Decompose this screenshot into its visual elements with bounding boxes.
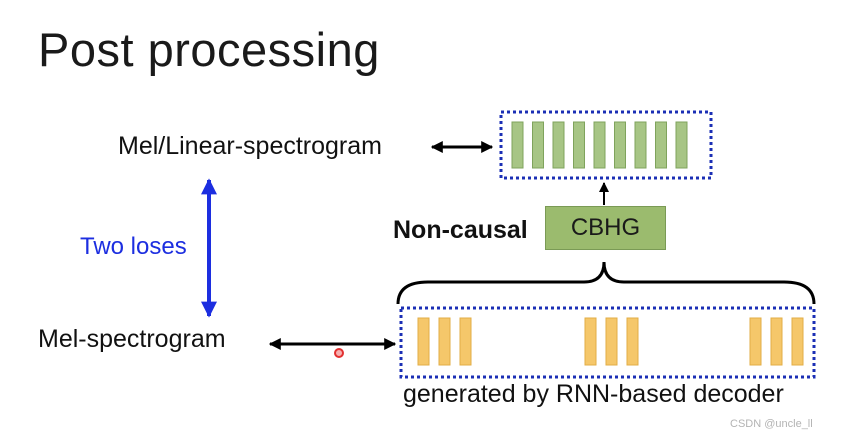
- mel-spectrogram-bars: [417, 317, 804, 366]
- cbhg-box: CBHG: [545, 206, 666, 250]
- cursor-dot: [334, 348, 344, 358]
- curly-brace: [396, 261, 816, 305]
- orange-bar: [459, 317, 472, 366]
- green-bar: [634, 121, 647, 169]
- orange-bar: [584, 317, 597, 366]
- linear-spectrogram-bars: [511, 121, 688, 169]
- orange-bar: [770, 317, 783, 366]
- green-bar: [532, 121, 544, 169]
- linear-spectrogram-frame: [499, 110, 713, 180]
- orange-bar: [438, 317, 451, 366]
- mel-spectrogram-frame: [399, 306, 816, 379]
- cbhg-label: CBHG: [570, 214, 641, 241]
- green-bar: [573, 121, 585, 169]
- mel-spectrogram-label: Mel-spectrogram: [38, 325, 226, 353]
- green-bar: [614, 121, 626, 169]
- mel-linear-spectrogram-label: Mel/Linear-spectrogram: [118, 132, 382, 160]
- slide-title: Post processing: [38, 23, 380, 76]
- green-bar: [593, 121, 606, 169]
- non-causal-label: Non-causal: [393, 216, 528, 244]
- orange-bar: [791, 317, 804, 366]
- green-bar: [655, 121, 667, 169]
- orange-bar: [417, 317, 430, 366]
- green-bar: [511, 121, 524, 169]
- decoder-caption: generated by RNN-based decoder: [403, 380, 784, 408]
- green-bar: [552, 121, 565, 169]
- orange-bar: [605, 317, 618, 366]
- green-bar: [675, 121, 688, 169]
- orange-bar: [626, 317, 639, 366]
- orange-bar: [749, 317, 762, 366]
- two-loses-label: Two loses: [80, 233, 187, 260]
- watermark: CSDN @uncle_ll: [730, 418, 813, 430]
